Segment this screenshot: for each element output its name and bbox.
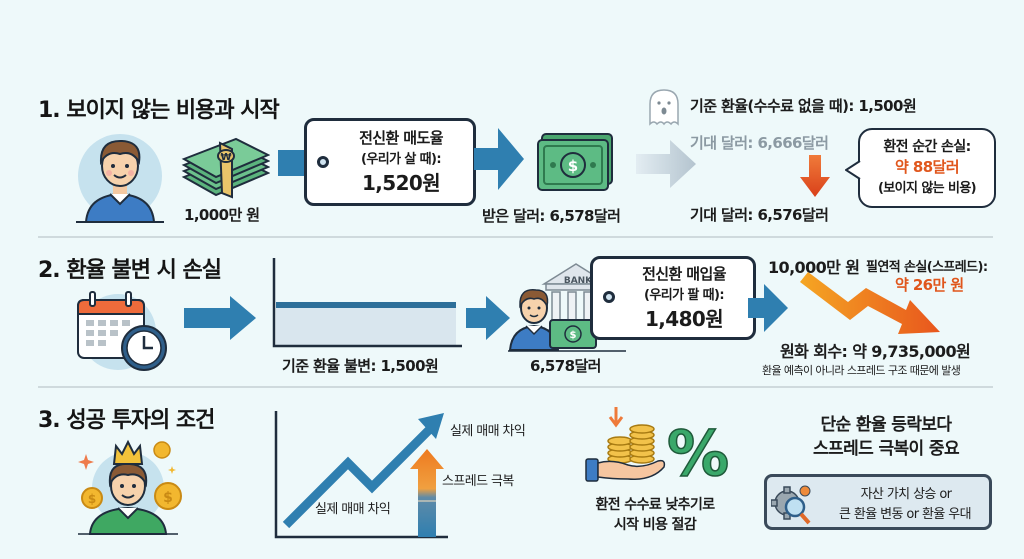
section-divider: [38, 236, 993, 238]
sell-rate-subtitle: (우리가 살 때):: [361, 152, 442, 167]
chart-label-top: 실제 매매 차익: [450, 424, 526, 439]
conclusion-line1: 단순 환율 등락보다: [820, 415, 953, 435]
flow-arrow-icon: [466, 296, 510, 340]
bank-sign: BANK: [564, 276, 593, 286]
fee-text-line2: 시작 비용 절감: [613, 517, 697, 533]
svg-text:$: $: [163, 490, 173, 506]
fee-text-line1: 환전 수수료 낮추기로: [595, 497, 715, 513]
loss-value: 약 88달러: [895, 158, 960, 176]
loss-title: 환전 순간 손실:: [883, 139, 971, 155]
sell-rate-title: 전신환 매도율: [359, 129, 443, 147]
growth-chart: [272, 405, 452, 541]
spread-loss-label: 필연적 손실(스프레드):: [866, 260, 988, 275]
buy-rate-tag: 전신환 매입율 (우리가 팔 때): 1,480원: [590, 256, 756, 340]
flat-rate-label: 기준 환율 불변: 1,500원: [282, 357, 439, 375]
calendar-clock-icon: [72, 288, 176, 374]
loss-speech-bubble: 환전 순간 손실: 약 88달러 (보이지 않는 비용): [858, 128, 996, 208]
section-divider: [38, 386, 993, 388]
section-1-title: 1. 보이지 않는 비용과 시작: [38, 98, 280, 123]
spread-loss-value: 약 26만 원: [895, 276, 964, 294]
tag-hole: [317, 156, 329, 168]
conclusion-line2: 스프레드 극복이 중요: [813, 439, 960, 459]
expected-dollars-label: 기대 달러: 6,576달러: [690, 206, 829, 224]
svg-text:₩: ₩: [220, 152, 231, 163]
flat-rate-chart: [272, 258, 462, 350]
conditions-line2: 큰 환율 변동 or 환율 우대: [838, 507, 972, 522]
flow-arrow-icon: [184, 296, 256, 340]
ghost-icon: [648, 88, 680, 126]
person-avatar-icon: [72, 128, 168, 224]
bubble-tail: [845, 160, 861, 180]
svg-text:$: $: [570, 330, 577, 341]
conditions-box: 자산 가치 상승 or 큰 환율 변동 or 환율 우대: [764, 474, 992, 530]
received-dollars-label: 받은 달러: 6,578달러: [482, 207, 621, 225]
won-bill-stack-icon: ₩: [180, 135, 270, 201]
won-amount-label: 1,000만 원: [184, 206, 260, 224]
flow-arrow-icon: [748, 284, 788, 332]
chart-label-bottom: 실제 매매 차익: [315, 502, 391, 517]
buy-rate-value: 1,480원: [644, 307, 724, 331]
faded-arrow-icon: [636, 140, 696, 188]
sell-rate-value: 1,520원: [361, 171, 441, 195]
flow-arrow-icon: [474, 128, 524, 190]
dollar-bill-icon: $: [536, 132, 616, 192]
conditions-line1: 자산 가치 상승 or: [860, 487, 952, 502]
start-won-label: 10,000만 원: [768, 258, 860, 277]
buy-rate-title: 전신환 매입율: [642, 265, 726, 283]
loss-note: (보이지 않는 비용): [877, 181, 977, 196]
crowned-investor-icon: $ $: [72, 428, 184, 536]
buy-rate-subtitle: (우리가 팔 때):: [644, 288, 725, 303]
tag-hole: [603, 291, 615, 303]
zigzag-down-arrow-icon: [800, 272, 946, 338]
svg-text:$: $: [88, 492, 96, 506]
expected-dollars-faded: 기대 달러: 6,666달러: [690, 134, 829, 152]
base-rate-label: 기준 환율(수수료 없을 때): 1,500원: [690, 97, 917, 115]
spread-note: 환율 예측이 아니라 스프레드 구조 때문에 발생: [762, 364, 961, 377]
recovered-won-label: 원화 회수: 약 9,735,000원: [780, 342, 971, 361]
bank-icon: BANK $: [508, 258, 628, 354]
sell-rate-tag: 전신환 매도율 (우리가 살 때): 1,520원: [304, 118, 476, 206]
svg-text:$: $: [568, 157, 578, 175]
svg-text:%: %: [667, 417, 729, 483]
hand-coins-percent-icon: %: [582, 403, 732, 483]
section-3-title: 3. 성공 투자의 조건: [38, 408, 215, 433]
section-2-title: 2. 환율 불변 시 손실: [38, 258, 222, 283]
dollar-amount-label: 6,578달러: [530, 357, 601, 375]
gear-magnifier-icon: [771, 483, 821, 527]
down-arrow-icon: [800, 155, 830, 197]
chart-label-spread: 스프레드 극복: [442, 474, 514, 489]
